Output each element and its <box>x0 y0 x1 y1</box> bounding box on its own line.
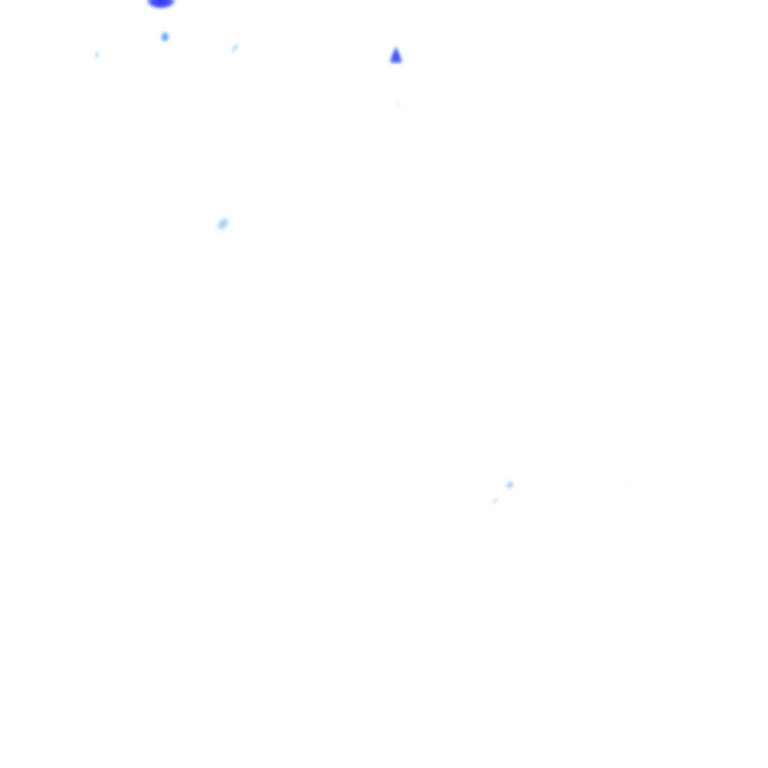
blob-small-top-left <box>161 32 169 42</box>
blob-faint-streak <box>396 100 400 108</box>
blob-lower-right-a <box>506 481 514 489</box>
blob-light-mid-left <box>218 218 228 230</box>
blob-speck-far-left <box>95 52 99 58</box>
blob-deep-top-left <box>147 0 175 8</box>
blob-streak-upper <box>231 43 239 53</box>
blob-triangle-deep <box>389 45 403 63</box>
blob-lower-right-c <box>629 482 631 484</box>
blob-lower-right-b <box>492 498 498 504</box>
